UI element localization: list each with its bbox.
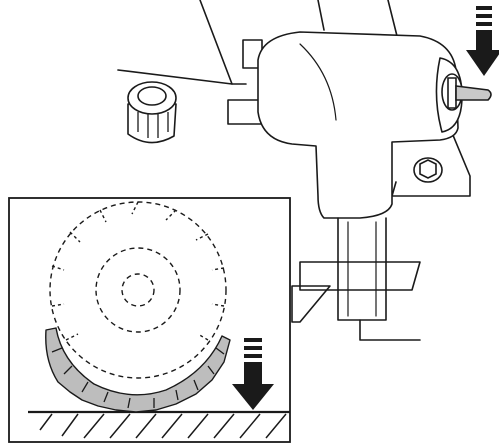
upper-panel-edge: [117, 0, 233, 85]
ground-hatch-icon: [28, 410, 290, 439]
detail-inset: [8, 197, 291, 443]
down-arrow-icon: [232, 338, 274, 410]
lower-tab: [227, 99, 263, 125]
knob-icon: [127, 81, 177, 144]
panel-line-top: [387, 0, 399, 41]
panel-line-right: [317, 0, 325, 31]
base-plate-lower: [291, 285, 331, 323]
hex-nut-icon: [413, 157, 443, 183]
base-plate: [299, 261, 421, 291]
column-inner: [347, 221, 377, 317]
motor-housing: [257, 31, 459, 219]
housing-highlight: [299, 43, 337, 121]
base-leg: [359, 319, 421, 341]
toggle-switch-icon: [441, 73, 492, 111]
saw-blade-icon: [49, 201, 227, 379]
down-arrow-icon: [466, 6, 499, 76]
saw-blade-lowered: [45, 327, 231, 413]
frame-right: [391, 79, 471, 197]
column: [337, 217, 387, 321]
